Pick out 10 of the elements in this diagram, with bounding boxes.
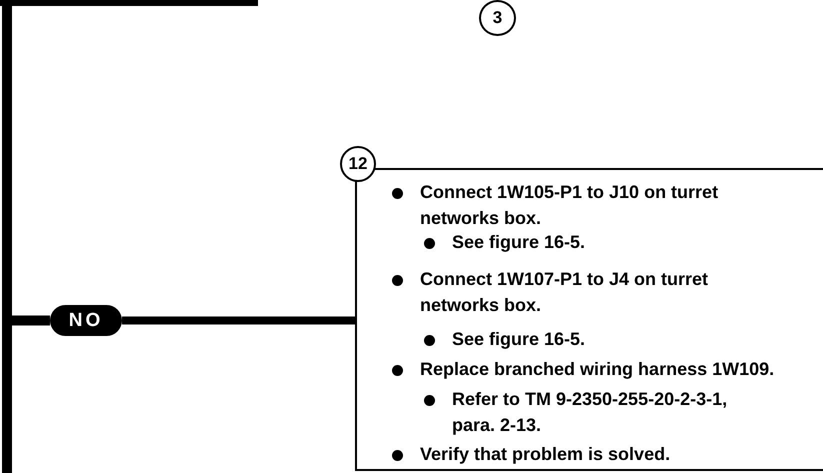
instruction-text: Verify that problem is solved. bbox=[420, 443, 672, 466]
instruction-text: See figure 16-5. bbox=[452, 231, 586, 254]
instruction-text: Replace branched wiring harness 1W109. bbox=[420, 358, 776, 381]
flow-line bbox=[122, 316, 355, 324]
instruction-text: See figure 16-5. bbox=[452, 328, 586, 351]
connector-circle: 3 bbox=[479, 0, 516, 36]
instruction-text: Connect 1W105-P1 to J10 on turret networks box. bbox=[420, 181, 720, 230]
instruction-text: Connect 1W107-P1 to J4 on turret networks box. bbox=[420, 268, 710, 317]
instruction-text: Refer to TM 9-2350-255-20-2-3-1, para. 2-13. bbox=[452, 388, 728, 437]
step-number: 12 bbox=[340, 146, 376, 182]
